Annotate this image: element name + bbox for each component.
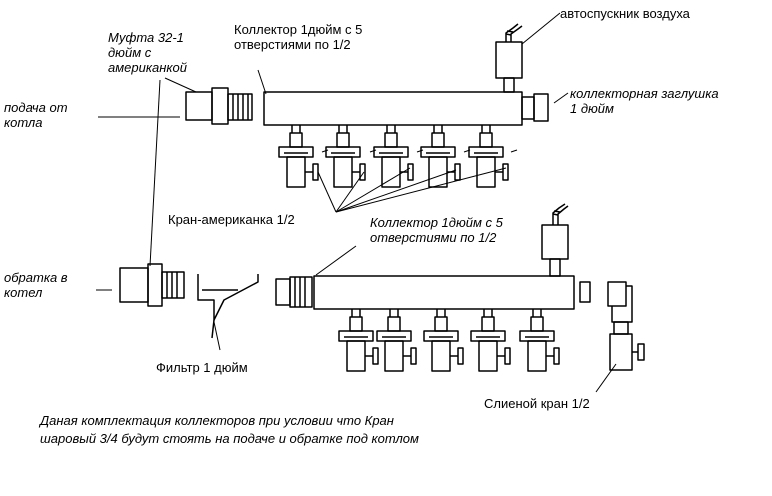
top-air-vent xyxy=(495,23,523,93)
supply-label: подача от котла xyxy=(4,100,68,130)
top-end-cap xyxy=(521,93,549,122)
end-cap-label: коллекторная заглушка 1 дюйм xyxy=(570,86,719,116)
note-text: Даная комплектация коллекторов при услов… xyxy=(40,413,419,446)
bottom-valve-2 xyxy=(376,309,417,372)
bottom-valve-3 xyxy=(423,309,464,372)
collector-bottom-label: Коллектор 1дюйм с 5 отверстиями по 1/2 xyxy=(370,215,503,245)
top-valves xyxy=(278,125,509,188)
bottom-right-fittings xyxy=(579,281,633,335)
return-label: обратка в котел xyxy=(4,270,68,300)
coupling-label: Муфта 32-1 дюйм с американкой xyxy=(108,30,187,75)
top-coupling xyxy=(185,87,253,125)
bottom-valve-1 xyxy=(338,309,379,372)
bottom-coupling xyxy=(119,263,185,307)
bottom-valve-5 xyxy=(519,309,560,372)
bottom-left-nipple xyxy=(275,276,313,308)
drain-label: Слиеной кран 1/2 xyxy=(484,396,590,411)
bottom-valve-4 xyxy=(470,309,511,372)
top-valve-1 xyxy=(278,125,319,188)
top-valve-4 xyxy=(420,125,461,188)
top-valve-5 xyxy=(468,125,509,188)
drain-valve xyxy=(609,333,645,371)
leader-lines xyxy=(96,12,617,393)
top-valve-2 xyxy=(325,125,366,188)
bottom-valves xyxy=(338,309,560,372)
valve-label: Кран-американка 1/2 xyxy=(168,212,295,227)
handle-ticks xyxy=(321,149,518,153)
filter-fitting xyxy=(197,274,259,339)
air-vent-label: автоспускник воздуха xyxy=(560,6,690,21)
bottom-air-vent xyxy=(541,203,569,277)
filter-label: Фильтр 1 дюйм xyxy=(156,360,248,375)
top-collector-body xyxy=(263,91,523,126)
bottom-collector-body xyxy=(313,275,575,310)
collector-top-label: Коллектор 1дюйм с 5 отверстиями по 1/2 xyxy=(234,22,363,52)
